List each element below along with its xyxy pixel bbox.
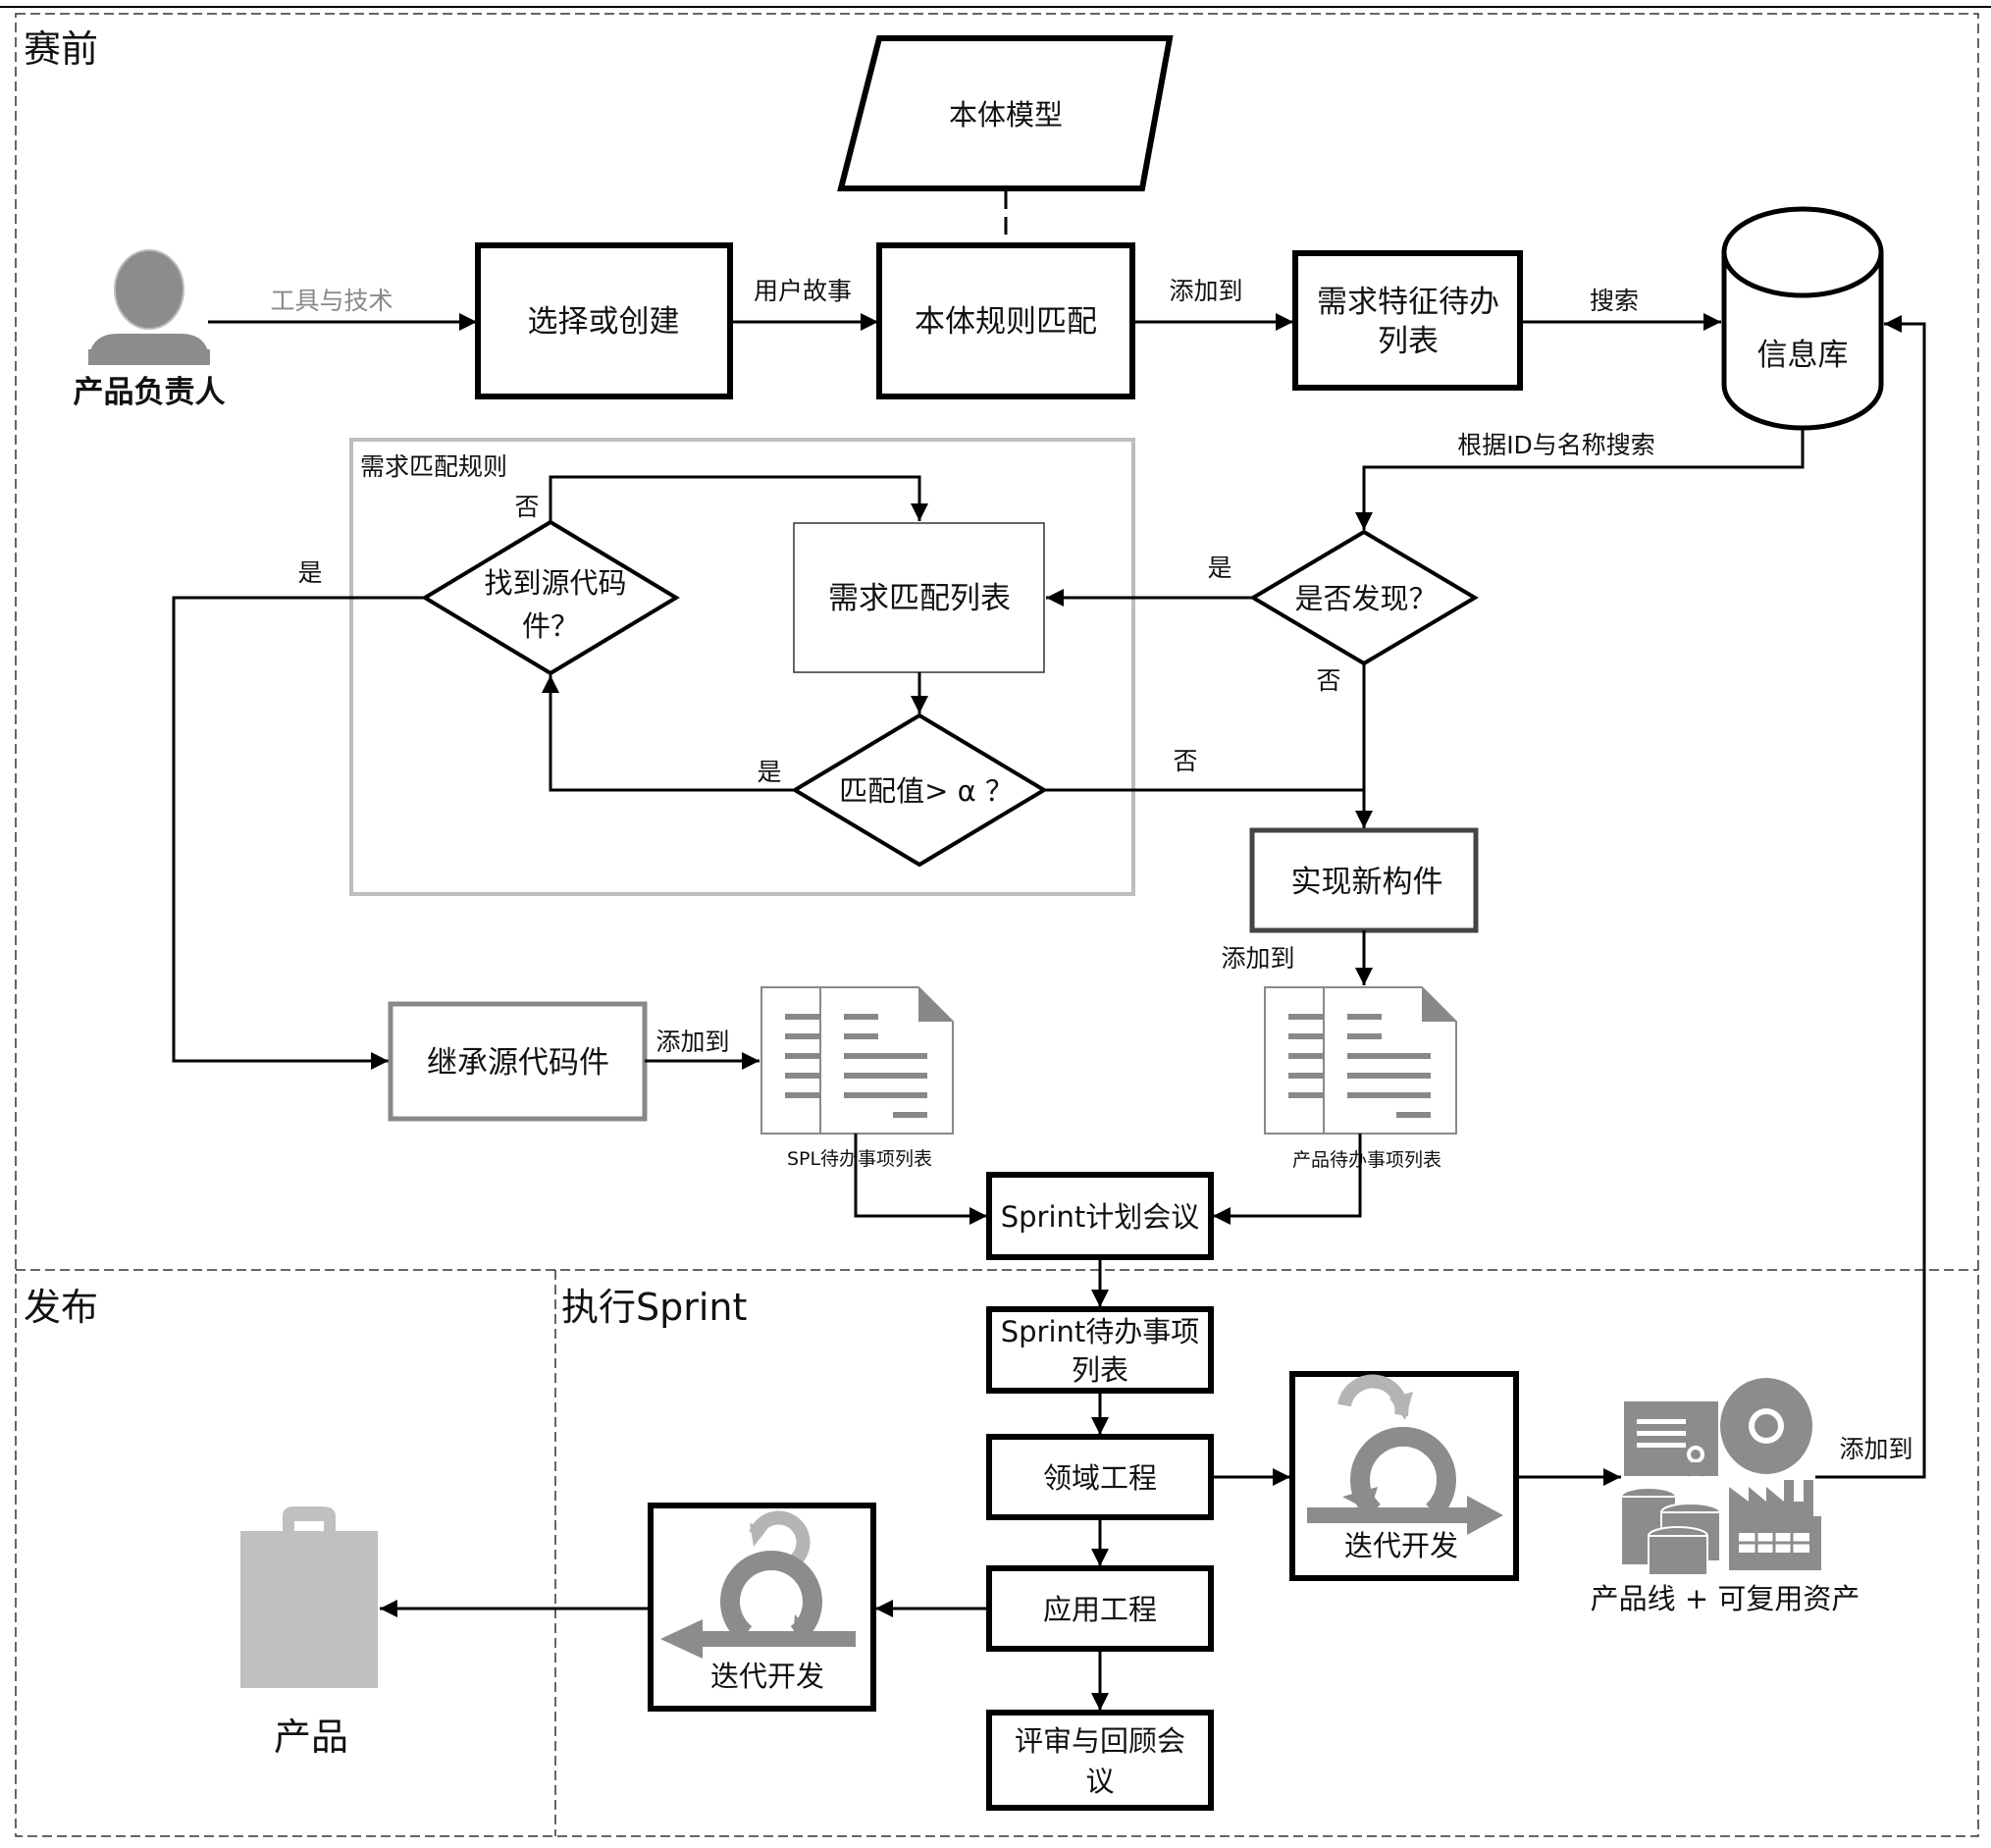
node-inherit-source-label: 继承源代码件 bbox=[427, 1045, 609, 1081]
edge-match-value-yes bbox=[542, 675, 795, 792]
edge-label-add-to: 添加到 bbox=[1169, 277, 1242, 305]
product-backlog-caption: 产品待办事项列表 bbox=[1292, 1149, 1441, 1171]
node-sprint-backlog[interactable]: Sprint待办事项 列表 bbox=[986, 1306, 1214, 1394]
node-req-feature-backlog-line2: 列表 bbox=[1378, 324, 1439, 359]
node-review-retro-line1: 评审与回顾会 bbox=[1015, 1724, 1185, 1758]
edge-label-tools-and-tech: 工具与技术 bbox=[270, 287, 393, 315]
product-backlog-document-icon[interactable] bbox=[1264, 986, 1457, 1135]
node-ontology-rule-match-label: 本体规则匹配 bbox=[915, 304, 1097, 340]
node-req-match-list[interactable]: 需求匹配列表 bbox=[793, 522, 1045, 673]
person-icon bbox=[88, 249, 210, 365]
node-found-source-decision[interactable]: 找到源代码 件？ bbox=[421, 519, 680, 676]
edge-repo-to-decision bbox=[1355, 428, 1805, 530]
edge-label-yes-found: 是 bbox=[1207, 554, 1231, 582]
shopping-bag-icon bbox=[240, 1506, 378, 1688]
node-select-or-create[interactable]: 选择或创建 bbox=[475, 242, 733, 399]
edge-label-no-source: 否 bbox=[514, 493, 539, 521]
node-match-value-decision[interactable]: 匹配值> α ？ bbox=[791, 713, 1048, 868]
node-iterative-dev-right[interactable]: 迭代开发 bbox=[1289, 1371, 1519, 1581]
node-review-retro-line2: 议 bbox=[1085, 1765, 1114, 1798]
node-sprint-backlog-line2: 列表 bbox=[1072, 1353, 1128, 1387]
req-match-rules-container bbox=[349, 438, 1135, 896]
node-select-or-create-label: 选择或创建 bbox=[528, 304, 680, 340]
iteration-cycle-icon bbox=[660, 1510, 856, 1659]
node-inherit-source[interactable]: 继承源代码件 bbox=[388, 1001, 648, 1122]
node-found-decision[interactable]: 是否发现？ bbox=[1249, 529, 1479, 666]
region-title-release: 发布 bbox=[24, 1286, 98, 1329]
node-iterative-dev-left[interactable]: 迭代开发 bbox=[648, 1503, 876, 1712]
edge-label-no-match: 否 bbox=[1173, 747, 1197, 775]
node-found-decision-label: 是否发现？ bbox=[1294, 582, 1437, 615]
iteration-cycle-icon bbox=[1307, 1374, 1503, 1535]
edge-product-to-planning bbox=[1213, 1134, 1362, 1225]
region-title-pre-game: 赛前 bbox=[24, 27, 98, 71]
node-application-engineering[interactable]: 应用工程 bbox=[986, 1565, 1214, 1652]
node-application-engineering-label: 应用工程 bbox=[1043, 1593, 1157, 1626]
node-domain-engineering-label: 领域工程 bbox=[1043, 1461, 1157, 1495]
node-domain-engineering[interactable]: 领域工程 bbox=[986, 1434, 1214, 1520]
node-sprint-backlog-line1: Sprint待办事项 bbox=[1001, 1315, 1200, 1348]
spl-backlog-caption: SPL待办事项列表 bbox=[787, 1148, 932, 1170]
node-iterative-dev-left-label: 迭代开发 bbox=[710, 1660, 824, 1693]
edge-label-no-found: 否 bbox=[1316, 666, 1340, 695]
spl-backlog-document-icon[interactable] bbox=[760, 986, 954, 1135]
node-info-repo[interactable]: 信息库 bbox=[1721, 206, 1884, 431]
node-ontology-model[interactable]: 本体模型 bbox=[837, 35, 1174, 191]
node-match-value-label: 匹配值> α ？ bbox=[839, 774, 1014, 808]
node-implement-new-label: 实现新构件 bbox=[1291, 865, 1443, 900]
edge-label-user-story: 用户故事 bbox=[754, 277, 852, 305]
node-req-feature-backlog-line1: 需求特征待办 bbox=[1317, 285, 1499, 320]
node-info-repo-label: 信息库 bbox=[1757, 338, 1849, 373]
node-found-source-line1: 找到源代码 bbox=[484, 566, 626, 600]
edge-assets-to-repo bbox=[1815, 315, 1926, 1479]
node-sprint-planning-label: Sprint计划会议 bbox=[1001, 1200, 1200, 1234]
edge-label-yes-match: 是 bbox=[757, 758, 781, 786]
edge-found-source-yes bbox=[172, 596, 425, 1070]
outer-dashed-frame bbox=[15, 13, 1979, 1837]
container-title: 需求匹配规则 bbox=[360, 452, 507, 481]
factory-icon bbox=[1729, 1480, 1821, 1570]
edge-label-search-by-id-name: 根据ID与名称搜索 bbox=[1457, 431, 1655, 459]
node-sprint-planning[interactable]: Sprint计划会议 bbox=[986, 1172, 1214, 1260]
node-req-feature-backlog[interactable]: 需求特征待办 列表 bbox=[1292, 250, 1523, 391]
certificate-icon bbox=[1624, 1401, 1718, 1477]
edge-label-yes-source: 是 bbox=[297, 558, 322, 587]
node-review-retro[interactable]: 评审与回顾会 议 bbox=[986, 1710, 1214, 1811]
node-iterative-dev-right-label: 迭代开发 bbox=[1344, 1529, 1458, 1562]
edge-label-add-to-repo: 添加到 bbox=[1839, 1435, 1912, 1463]
disc-icon bbox=[1720, 1378, 1812, 1474]
node-implement-new[interactable]: 实现新构件 bbox=[1249, 827, 1479, 933]
node-found-source-line2: 件？ bbox=[522, 609, 579, 643]
node-req-match-list-label: 需求匹配列表 bbox=[828, 581, 1011, 616]
edge-spl-to-planning bbox=[854, 1134, 987, 1225]
edge-label-add-to-new: 添加到 bbox=[1221, 944, 1294, 973]
region-title-execute-sprint: 执行Sprint bbox=[561, 1286, 747, 1329]
actor-label: 产品负责人 bbox=[74, 375, 226, 410]
product-line-assets-label: 产品线 + 可复用资产 bbox=[1591, 1582, 1860, 1615]
node-ontology-model-label: 本体模型 bbox=[949, 98, 1063, 132]
coin-stack-icon bbox=[1620, 1487, 1721, 1576]
edge-label-search: 搜索 bbox=[1590, 287, 1639, 315]
edge-found-source-no bbox=[549, 475, 928, 522]
product-line-assets-icon[interactable] bbox=[1620, 1378, 1821, 1576]
node-ontology-rule-match[interactable]: 本体规则匹配 bbox=[876, 242, 1135, 399]
edge-label-add-to-spl: 添加到 bbox=[655, 1028, 729, 1056]
product-label: 产品 bbox=[274, 1716, 348, 1759]
